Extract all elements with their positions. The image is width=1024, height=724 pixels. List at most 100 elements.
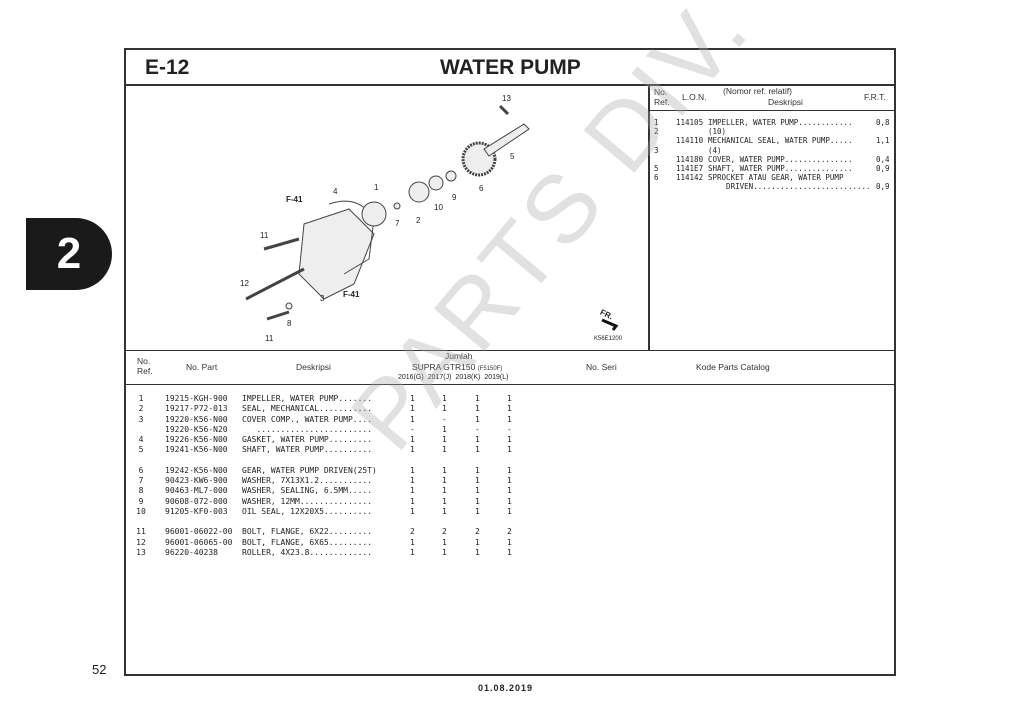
cell-part: 19215-KGH-900 — [165, 394, 228, 403]
year-headers: 2016(G) 2017(J) 2018(K) 2019(L) — [398, 373, 508, 382]
cell-qty: 1 — [475, 435, 480, 445]
cell-qty: - — [507, 424, 512, 434]
cell-qty: 1 — [410, 445, 415, 455]
frt-frt: 0,8 — [876, 118, 890, 127]
cell-ref: 2 — [138, 404, 144, 414]
cell-qty: - — [475, 424, 480, 434]
cell-qty: 2 — [507, 527, 512, 537]
callout: 9 — [452, 193, 457, 202]
cell-qty: 1 — [507, 506, 512, 516]
cell-qty: 1 — [442, 445, 447, 455]
washer-9 — [445, 170, 457, 182]
frt-lon: 114110 — [676, 136, 704, 146]
frt-ref: 5 — [654, 163, 659, 173]
frt-frt: 0,9 — [876, 163, 890, 173]
cell-qty: 2 — [442, 527, 447, 537]
cell-qty: 1 — [442, 424, 447, 434]
cell-desc: OIL SEAL, 12X20X5.......... — [242, 506, 373, 516]
cell-qty: 1 — [410, 496, 415, 506]
frt-desc: DRIVEN.......................... — [708, 182, 871, 192]
callout: 12 — [240, 279, 249, 288]
cell-qty: 1 — [475, 486, 480, 496]
cell-qty: 2 — [410, 527, 415, 537]
frt-desc: (4) — [708, 145, 722, 155]
cell-desc: ROLLER, 4X23.8............. — [242, 547, 373, 557]
divider — [124, 384, 896, 385]
year: 2018(K) — [455, 374, 481, 381]
year: 2016(G) — [398, 374, 424, 381]
col-no-ref: No. Ref. — [137, 356, 153, 376]
cell-qty: 1 — [410, 404, 415, 414]
callout: 2 — [416, 216, 421, 225]
divider — [124, 350, 896, 351]
col-no-part: No. Part — [186, 362, 218, 372]
cell-qty: 1 — [475, 537, 480, 547]
cell-part: 90423-KW6-900 — [165, 476, 228, 486]
frt-frt: 0,9 — [876, 182, 890, 192]
cell-part: 19220-K56-N00 — [165, 414, 228, 424]
cell-desc: SHAFT, WATER PUMP.......... — [242, 445, 373, 455]
cell-desc: GASKET, WATER PUMP......... — [242, 435, 373, 445]
shaft — [483, 123, 530, 157]
footer-date: 01.08.2019 — [478, 683, 534, 693]
cell-part: 91205-KF0-003 — [165, 506, 228, 516]
cell-qty: 1 — [442, 404, 447, 414]
cell-qty: 1 — [442, 496, 447, 506]
cell-qty: 1 — [475, 476, 480, 486]
divider — [648, 110, 896, 111]
cell-qty: 1 — [410, 394, 415, 403]
cell-desc: WASHER, 12MM............... — [242, 496, 373, 506]
callout: 3 — [320, 294, 325, 303]
cell-qty: 1 — [410, 506, 415, 516]
roller — [498, 104, 510, 116]
cell-qty: 1 — [475, 496, 480, 506]
bolt-11b — [266, 310, 290, 321]
frt-ref: 1 — [654, 118, 659, 127]
cell-qty: 1 — [507, 476, 512, 486]
frt-desc: (10) — [708, 127, 727, 137]
cell-ref: 5 — [138, 445, 144, 455]
cell-qty: 1 — [507, 486, 512, 496]
cell-qty: 1 — [442, 394, 447, 403]
cell-desc: GEAR, WATER PUMP DRIVEN(25T) — [242, 465, 377, 475]
cell-desc: SEAL, MECHANICAL........... — [242, 404, 373, 414]
cell-ref: 4 — [138, 435, 144, 445]
cell-qty: 1 — [507, 547, 512, 557]
cell-qty: 1 — [507, 445, 512, 455]
cell-desc: ........................ — [242, 424, 373, 434]
washer-7 — [393, 202, 401, 210]
cell-qty: 1 — [475, 547, 480, 557]
callout: 6 — [479, 184, 484, 193]
cell-part: 19241-K56-N00 — [165, 445, 228, 455]
cell-desc: COVER COMP., WATER PUMP.... — [242, 414, 373, 424]
cell-qty: 1 — [442, 547, 447, 557]
exploded-diagram — [245, 104, 619, 331]
col-desc: Deskripsi — [296, 362, 331, 372]
cell-qty: 1 — [442, 537, 447, 547]
col-jumlah: Jumlah — [445, 351, 473, 361]
cell-qty: 1 — [507, 537, 512, 547]
page-number: 52 — [92, 662, 107, 677]
bolt-11 — [263, 237, 300, 251]
col-lon: L.O.N. — [682, 92, 707, 102]
section-tab: 2 — [26, 218, 112, 290]
cell-qty: - — [410, 424, 415, 434]
divider — [124, 84, 896, 86]
callout: 1 — [374, 183, 379, 192]
mechanical-seal — [408, 181, 430, 203]
col-frt: F.R.T. — [864, 92, 886, 102]
cell-qty: 1 — [475, 506, 480, 516]
callout: 11 — [265, 334, 274, 343]
cell-qty: 1 — [410, 435, 415, 445]
model-header: SUPRA GTR150 (F5150F) — [412, 362, 502, 374]
cell-qty: 1 — [410, 465, 415, 475]
cell-qty: 1 — [475, 394, 480, 403]
washer-8 — [285, 302, 293, 310]
model-name: SUPRA GTR150 — [412, 362, 476, 372]
cell-qty: 1 — [475, 445, 480, 455]
cell-qty: 1 — [507, 414, 512, 424]
cell-qty: 1 — [410, 414, 415, 424]
frt-desc: SHAFT, WATER PUMP............... — [708, 163, 853, 173]
callout: 8 — [287, 319, 292, 328]
frt-desc: MECHANICAL SEAL, WATER PUMP..... — [708, 136, 853, 146]
